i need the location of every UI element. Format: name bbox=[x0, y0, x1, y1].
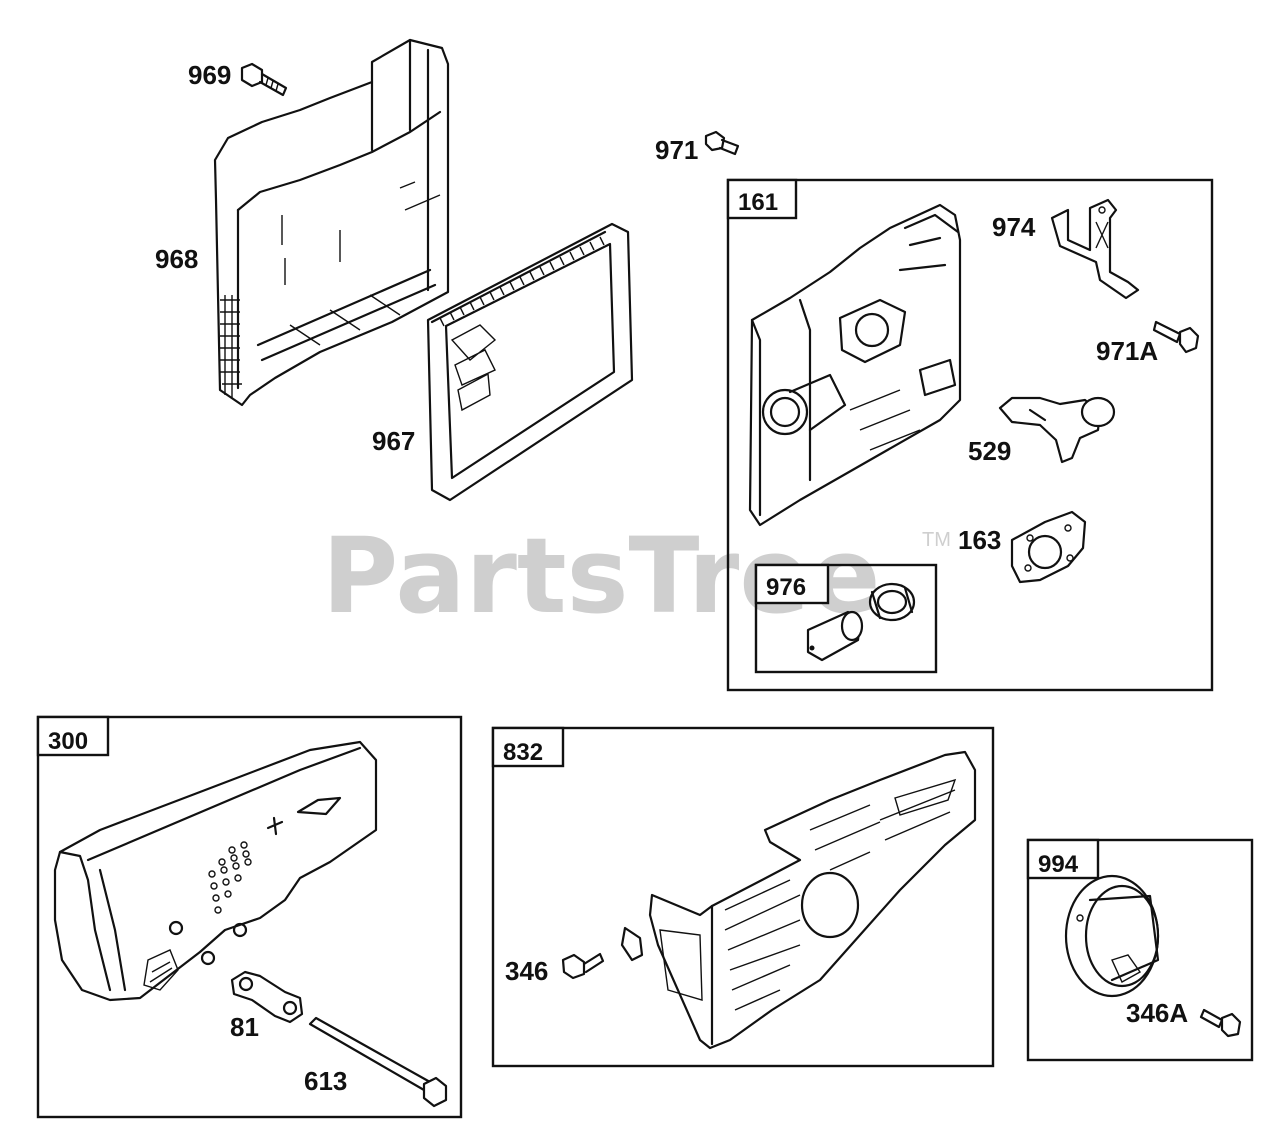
callout-346a[interactable]: 346A bbox=[1126, 998, 1188, 1028]
kit-box-976: 976 bbox=[754, 563, 938, 674]
gasket-163-part[interactable] bbox=[1010, 510, 1087, 584]
heat-shield-box-832: 832 bbox=[491, 726, 995, 1068]
muffler-300-part[interactable] bbox=[53, 740, 378, 1002]
watermark-trademark: TM bbox=[922, 529, 951, 551]
box-994-tag bbox=[1026, 838, 1100, 880]
box-976-tag bbox=[754, 563, 830, 605]
box-976-label[interactable]: 976 bbox=[766, 574, 806, 601]
screw-613-part[interactable] bbox=[308, 1016, 448, 1108]
callout-613[interactable]: 613 bbox=[304, 1066, 347, 1096]
callout-969[interactable]: 969 bbox=[188, 60, 231, 90]
primer-retainer-part[interactable] bbox=[868, 582, 916, 622]
deflector-box-994: 994 bbox=[1026, 838, 1254, 1062]
box-161-label[interactable]: 161 bbox=[738, 189, 778, 216]
muffler-box-300: 300 bbox=[36, 715, 463, 1119]
assembly-box-161: 161 bbox=[726, 178, 1214, 692]
lock-plate-81-part[interactable] bbox=[230, 970, 304, 1024]
box-300-label[interactable]: 300 bbox=[48, 728, 88, 755]
bracket-974-part[interactable] bbox=[1050, 198, 1140, 300]
callout-967[interactable]: 967 bbox=[372, 426, 415, 456]
box-832-label[interactable]: 832 bbox=[503, 739, 543, 766]
box-994-label[interactable]: 994 bbox=[1038, 851, 1079, 878]
box-832-tag bbox=[491, 726, 565, 768]
screw-971a-part[interactable] bbox=[1152, 320, 1200, 354]
screw-971-part[interactable] bbox=[704, 130, 740, 156]
screw-969-part[interactable] bbox=[240, 62, 288, 97]
box-161-tag bbox=[726, 178, 798, 220]
callout-163[interactable]: 163 bbox=[958, 525, 1001, 555]
air-filter-part[interactable] bbox=[426, 222, 634, 502]
callout-968[interactable]: 968 bbox=[155, 244, 198, 274]
callout-346[interactable]: 346 bbox=[505, 956, 548, 986]
air-cleaner-base-161-part[interactable] bbox=[748, 203, 962, 527]
muffler-guard-832-part[interactable] bbox=[620, 750, 977, 1050]
muffler-vent-holes bbox=[208, 841, 252, 914]
callout-971a[interactable]: 971A bbox=[1096, 336, 1158, 366]
spark-arrester-994-part[interactable] bbox=[1064, 874, 1160, 998]
callout-971[interactable]: 971 bbox=[655, 135, 698, 165]
air-cleaner-base-part[interactable] bbox=[213, 38, 450, 407]
callout-974[interactable]: 974 bbox=[992, 212, 1036, 242]
box-300-tag bbox=[36, 715, 110, 757]
callout-529[interactable]: 529 bbox=[968, 436, 1011, 466]
screw-346-part[interactable] bbox=[561, 952, 605, 980]
elbow-tube-529-part[interactable] bbox=[998, 396, 1116, 464]
screw-346a-part[interactable] bbox=[1199, 1008, 1242, 1038]
callout-81[interactable]: 81 bbox=[230, 1012, 259, 1042]
primer-bulb-part[interactable] bbox=[806, 610, 864, 662]
